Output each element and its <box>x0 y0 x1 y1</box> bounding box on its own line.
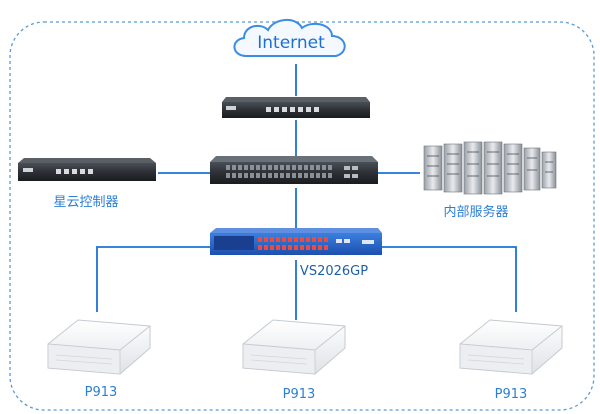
cloud-icon <box>233 19 346 57</box>
controller-icon <box>18 158 156 181</box>
link-poe-ap-right <box>380 246 517 312</box>
router-icon <box>222 97 370 118</box>
ap-label: P913 <box>85 385 118 400</box>
links <box>96 64 517 320</box>
link-poe-ap-left <box>96 246 210 312</box>
poe-switch-label: VS2026GP <box>300 264 368 279</box>
internet-label: Internet <box>257 33 325 53</box>
access-point-icon <box>459 319 563 375</box>
server-rack-icon <box>423 141 557 195</box>
ap-label: P913 <box>283 387 316 402</box>
boundary-frame <box>9 21 595 411</box>
controller-label: 星云控制器 <box>53 195 118 210</box>
poe-switch-icon <box>210 228 382 255</box>
access-point-icon <box>242 319 346 375</box>
access-point-icon <box>47 319 151 375</box>
servers-label: 内部服务器 <box>443 204 508 220</box>
rack-switch-icon <box>210 156 378 184</box>
ap-label: P913 <box>495 387 528 402</box>
